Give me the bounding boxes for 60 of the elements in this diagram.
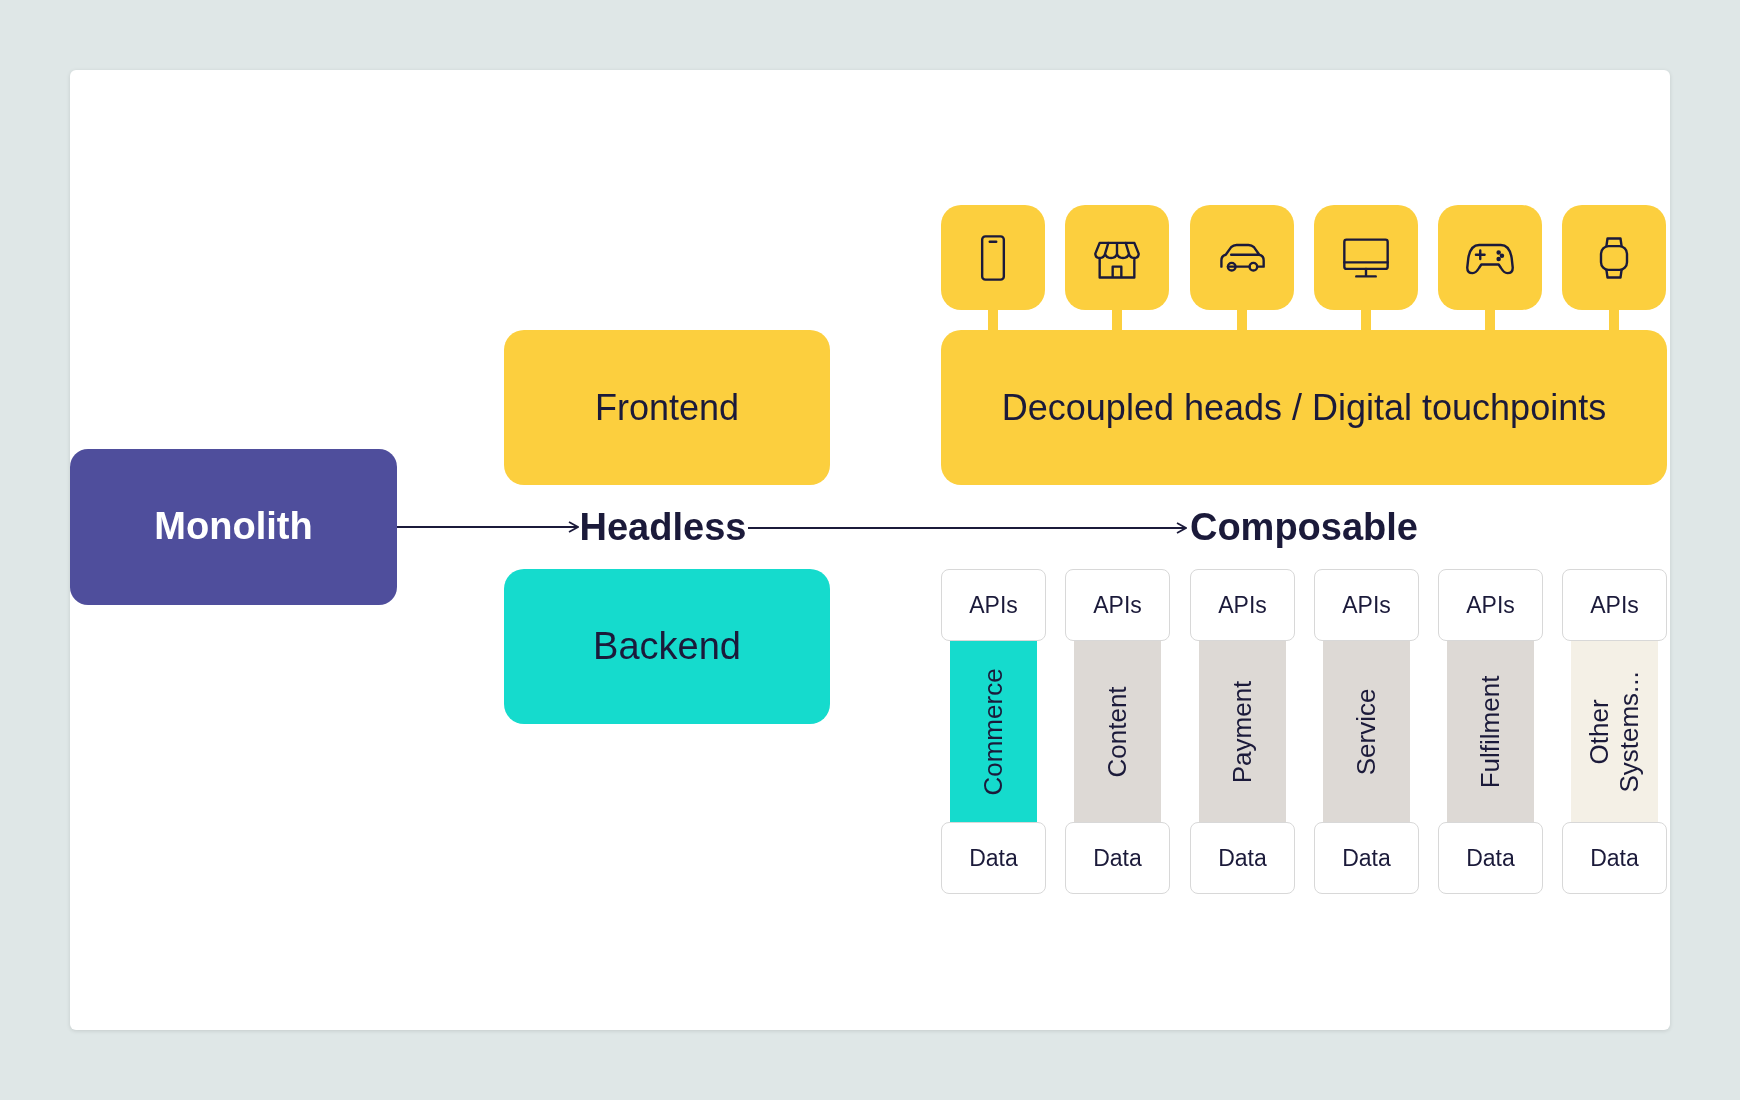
heading: Headless bbox=[578, 506, 748, 550]
api-box bbox=[1314, 569, 1419, 641]
box-label: APIs bbox=[1590, 591, 1639, 619]
connector-line bbox=[988, 310, 998, 330]
system-column bbox=[1199, 641, 1286, 822]
data-box bbox=[1314, 822, 1419, 894]
icon-tile bbox=[941, 205, 1045, 310]
system-column bbox=[1571, 641, 1658, 822]
process-box bbox=[941, 330, 1667, 485]
icon-tile bbox=[1438, 205, 1542, 310]
data-box bbox=[1562, 822, 1667, 894]
icon-tile bbox=[1065, 205, 1169, 310]
connector-line bbox=[1361, 310, 1371, 330]
api-box bbox=[941, 569, 1046, 641]
heading: Composable bbox=[1188, 506, 1419, 550]
monolith-box bbox=[70, 449, 397, 605]
icon-tile bbox=[1562, 205, 1666, 310]
data-box bbox=[1438, 822, 1543, 894]
data-box bbox=[1065, 822, 1170, 894]
column-label: Commerce bbox=[978, 666, 1009, 798]
arrow bbox=[396, 521, 579, 533]
icon-tile bbox=[1190, 205, 1294, 310]
process-box bbox=[504, 569, 830, 724]
box-label: Data bbox=[1218, 844, 1267, 872]
box-label: APIs bbox=[1093, 591, 1142, 619]
box-label: Data bbox=[1590, 844, 1639, 872]
arrow bbox=[747, 522, 1187, 534]
box-label: APIs bbox=[1218, 591, 1267, 619]
connector-line bbox=[1609, 310, 1619, 330]
box-label: Data bbox=[1466, 844, 1515, 872]
box-label: APIs bbox=[1342, 591, 1391, 619]
column-label: Other Systems... bbox=[1584, 669, 1645, 795]
api-box bbox=[1190, 569, 1295, 641]
column-label: Payment bbox=[1227, 679, 1258, 785]
box-label: Data bbox=[969, 844, 1018, 872]
api-box bbox=[1562, 569, 1667, 641]
box-label: APIs bbox=[969, 591, 1018, 619]
box-label: Monolith bbox=[154, 505, 313, 549]
api-box bbox=[1065, 569, 1170, 641]
system-column bbox=[950, 641, 1037, 822]
connector-line bbox=[1112, 310, 1122, 330]
system-column bbox=[1447, 641, 1534, 822]
process-box bbox=[504, 330, 830, 485]
column-label: Fulfilment bbox=[1475, 674, 1506, 790]
data-box bbox=[1190, 822, 1295, 894]
connector-line bbox=[1485, 310, 1495, 330]
column-label: Service bbox=[1351, 687, 1382, 777]
connector-line bbox=[1237, 310, 1247, 330]
box-label: Frontend bbox=[594, 386, 740, 429]
box-label: Data bbox=[1093, 844, 1142, 872]
column-label: Content bbox=[1102, 684, 1133, 780]
data-box bbox=[941, 822, 1046, 894]
system-column bbox=[1323, 641, 1410, 822]
icon-tile bbox=[1314, 205, 1418, 310]
box-label: APIs bbox=[1466, 591, 1515, 619]
box-label: Data bbox=[1342, 844, 1391, 872]
system-column bbox=[1074, 641, 1161, 822]
api-box bbox=[1438, 569, 1543, 641]
box-label: Decoupled heads / Digital touchpoints bbox=[1001, 386, 1607, 429]
box-label: Backend bbox=[593, 624, 741, 669]
